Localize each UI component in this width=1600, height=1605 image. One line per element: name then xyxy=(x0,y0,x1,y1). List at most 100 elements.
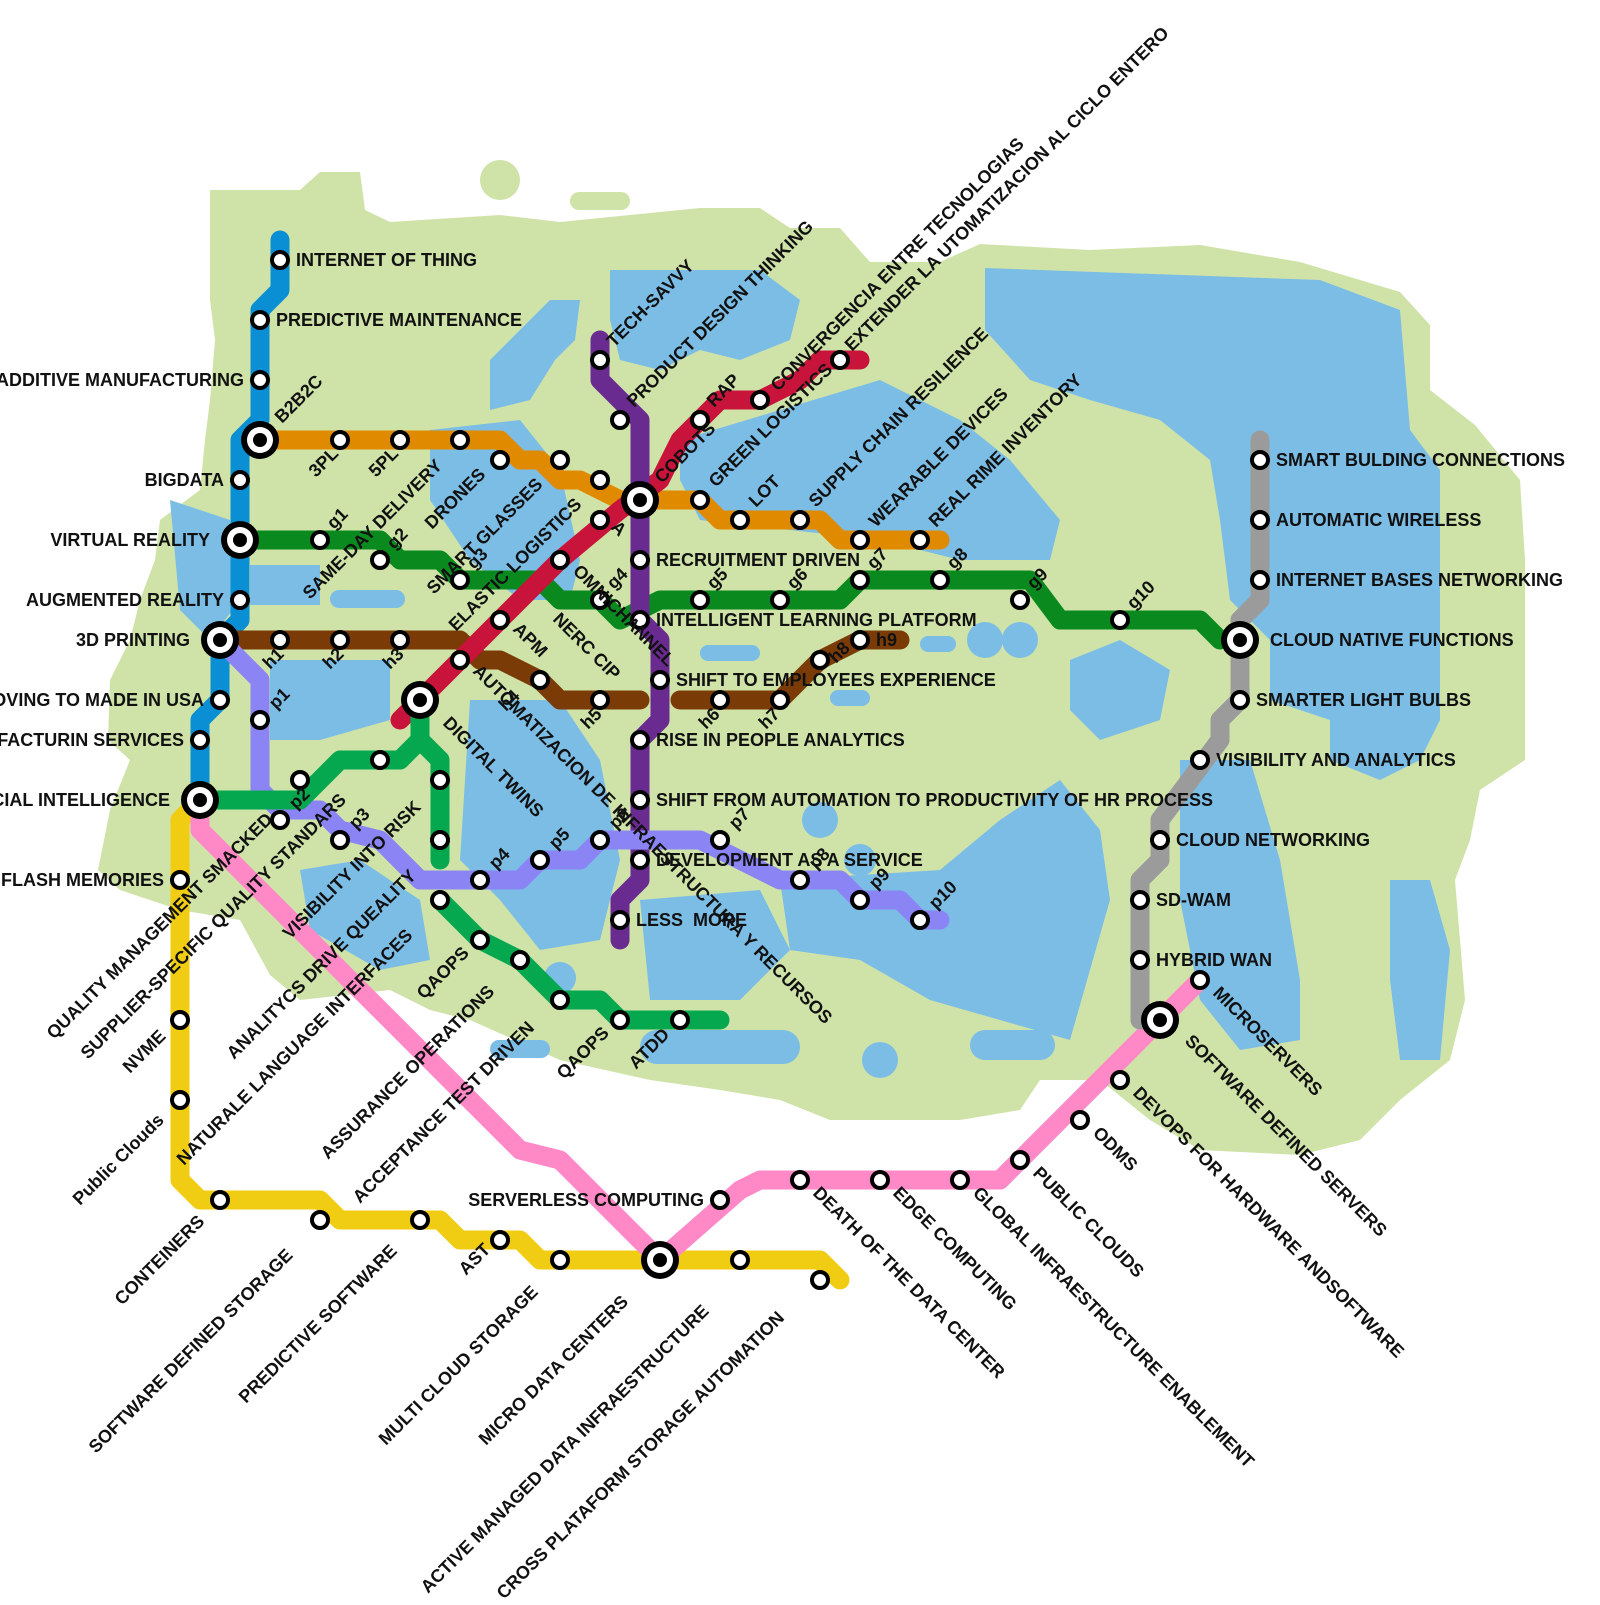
station-h4[interactable] xyxy=(532,672,548,688)
interchange-cloud-native[interactable] xyxy=(1221,621,1259,659)
station-visibility-analytics[interactable] xyxy=(1192,752,1208,768)
station-conteiners[interactable] xyxy=(212,1192,228,1208)
station-p9[interactable] xyxy=(852,892,868,908)
station-assurance[interactable] xyxy=(512,952,528,968)
station-microservers[interactable] xyxy=(1192,972,1208,988)
station-augmented-reality[interactable] xyxy=(232,592,248,608)
station-rise-people[interactable] xyxy=(632,732,648,748)
station-automatic-wireless[interactable] xyxy=(1252,512,1268,528)
station-h7[interactable] xyxy=(772,692,788,708)
station-h6[interactable] xyxy=(712,692,728,708)
station-drones[interactable] xyxy=(492,452,508,468)
station-smart-glasses[interactable] xyxy=(552,452,568,468)
station-analitycs-drive[interactable] xyxy=(432,832,448,848)
station-p3[interactable] xyxy=(332,832,348,848)
station-shift-automation[interactable] xyxy=(632,792,648,808)
station-naturale[interactable] xyxy=(432,892,448,908)
station-nerc-cip[interactable] xyxy=(492,612,508,628)
station-public-clouds[interactable] xyxy=(1012,1152,1028,1168)
station-moving-to-made-in-usa[interactable] xyxy=(212,692,228,708)
station-g6[interactable] xyxy=(772,592,788,608)
station-development[interactable] xyxy=(632,852,648,868)
station-smarter-light[interactable] xyxy=(1232,692,1248,708)
station-visibility-risk[interactable] xyxy=(432,772,448,788)
interchange-virtual-reality[interactable] xyxy=(221,521,259,559)
station-public-clouds-small[interactable] xyxy=(172,1092,188,1108)
interchange-software-defined-servers[interactable] xyxy=(1141,1001,1179,1039)
station-shift-employees[interactable] xyxy=(652,672,668,688)
station-g7[interactable] xyxy=(852,572,868,588)
interchange-digital-twins[interactable] xyxy=(401,681,439,719)
station-qaops-1[interactable] xyxy=(472,932,488,948)
station-death-dc[interactable] xyxy=(792,1172,808,1188)
station-automatizacion[interactable] xyxy=(452,652,468,668)
interchange-artificial-intelligence[interactable] xyxy=(181,781,219,819)
station-g10[interactable] xyxy=(1112,612,1128,628)
station-nvme[interactable] xyxy=(172,1012,188,1028)
station-p4[interactable] xyxy=(472,872,488,888)
station-supply-chain[interactable] xyxy=(792,512,808,528)
station-product-design[interactable] xyxy=(612,412,628,428)
station-qaops-2[interactable] xyxy=(612,1012,628,1028)
station-devops[interactable] xyxy=(1112,1072,1128,1088)
station-manufacturin-services[interactable] xyxy=(192,732,208,748)
station-omnichannel[interactable] xyxy=(552,552,568,568)
station-a[interactable] xyxy=(592,512,608,528)
station-cloud-networking[interactable] xyxy=(1152,832,1168,848)
station-5pl[interactable] xyxy=(392,432,408,448)
station-green-logistics[interactable] xyxy=(692,492,708,508)
label-moving-to-made-in-usa: MOVING TO MADE IN USA xyxy=(0,690,204,710)
station-p6[interactable] xyxy=(592,832,608,848)
station-g5[interactable] xyxy=(692,592,708,608)
station-serverless[interactable] xyxy=(712,1192,728,1208)
station-atdd[interactable] xyxy=(672,1012,688,1028)
station-3pl[interactable] xyxy=(332,432,348,448)
station-smart-bulding[interactable] xyxy=(1252,452,1268,468)
station-hybrid-wan[interactable] xyxy=(1132,952,1148,968)
station-g1[interactable] xyxy=(312,532,328,548)
station-predictive-software[interactable] xyxy=(412,1212,428,1228)
station-sds[interactable] xyxy=(312,1212,328,1228)
station-predictive-maintenance[interactable] xyxy=(252,312,268,328)
station-p8[interactable] xyxy=(792,872,808,888)
station-recruitment[interactable] xyxy=(632,552,648,568)
station-g2[interactable] xyxy=(372,552,388,568)
station-global-infra[interactable] xyxy=(952,1172,968,1188)
station-green-log2[interactable] xyxy=(752,392,768,408)
station-p5[interactable] xyxy=(532,852,548,868)
interchange-3d-printing[interactable] xyxy=(201,621,239,659)
station-sd-wam[interactable] xyxy=(1132,892,1148,908)
station-additive-manufacturing[interactable] xyxy=(252,372,268,388)
station-supplier-specific[interactable] xyxy=(372,752,388,768)
station-acceptance[interactable] xyxy=(552,992,568,1008)
station-odms[interactable] xyxy=(1072,1112,1088,1128)
station-cross-plataform[interactable] xyxy=(812,1272,828,1288)
station-tech-savvy[interactable] xyxy=(592,352,608,368)
interchange-b2b2c[interactable] xyxy=(241,421,279,459)
station-lot[interactable] xyxy=(732,512,748,528)
station-p10[interactable] xyxy=(912,912,928,928)
station-bigdata[interactable] xyxy=(232,472,248,488)
station-less-more[interactable] xyxy=(612,912,628,928)
station-g8[interactable] xyxy=(932,572,948,588)
station-wearable[interactable] xyxy=(852,532,868,548)
interchange-cobots[interactable] xyxy=(621,481,659,519)
interchange-micro-data-centers[interactable] xyxy=(641,1241,679,1279)
station-p2[interactable] xyxy=(272,812,288,828)
station-h5[interactable] xyxy=(592,692,608,708)
land-islet xyxy=(480,160,520,200)
station-real-rime[interactable] xyxy=(912,532,928,548)
station-internet-of-thing[interactable] xyxy=(272,252,288,268)
station-elastic-logistics[interactable] xyxy=(592,472,608,488)
station-h9[interactable] xyxy=(852,632,868,648)
station-active-managed[interactable] xyxy=(732,1252,748,1268)
station-ast[interactable] xyxy=(492,1232,508,1248)
station-edge[interactable] xyxy=(872,1172,888,1188)
station-same-day[interactable] xyxy=(452,432,468,448)
station-g9[interactable] xyxy=(1012,592,1028,608)
station-p1[interactable] xyxy=(252,712,268,728)
station-p7[interactable] xyxy=(712,832,728,848)
station-multi-cloud[interactable] xyxy=(552,1252,568,1268)
station-internet-bases[interactable] xyxy=(1252,572,1268,588)
station-convergencia[interactable] xyxy=(832,352,848,368)
